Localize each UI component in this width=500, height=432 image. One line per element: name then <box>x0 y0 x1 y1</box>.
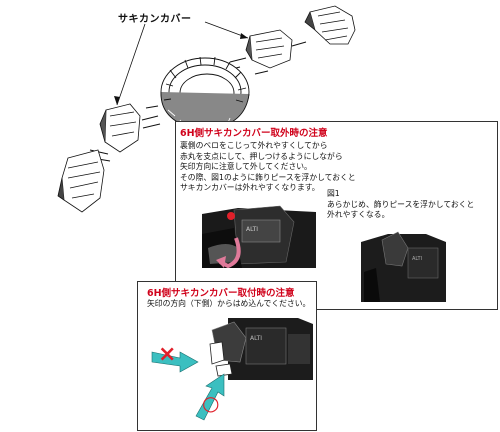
removal-line: 裏側のベロをこじって外れやすくしてから <box>180 141 328 150</box>
leader-line-left <box>116 23 146 106</box>
ng-arrow <box>151 351 199 373</box>
end-cover-top <box>245 29 293 69</box>
band-piece-bottom-left <box>57 149 105 213</box>
removal-instructions: 裏側のベロをこじって外れやすくしてから 赤丸を支点にして、押しつけるようにしなが… <box>180 141 356 194</box>
figure-line: あらかじめ、飾りピースを浮かしておくと <box>327 199 475 209</box>
ok-arrow <box>195 373 225 421</box>
figure-caption: 図1 あらかじめ、飾りピースを浮かしておくと 外れやすくなる。 <box>327 189 474 221</box>
removal-line: その際、図1のように飾りピースを浮かしておくと <box>180 172 356 182</box>
band-piece-top-right <box>304 5 356 45</box>
removal-line: 赤丸を支点にして、押しつけるようにしながら <box>180 151 343 161</box>
removal-title: 6H側サキカンカバー取外時の注意 <box>180 128 328 139</box>
figure-label: 図1 <box>327 189 340 198</box>
end-cover-left <box>99 103 141 153</box>
install-caution-panel: 6H側サキカンカバー取付時の注意 矢印の方向（下側）からはめ込んでください。 A… <box>137 281 317 431</box>
bezel-ring <box>160 56 250 131</box>
svg-text:ALTI: ALTI <box>246 226 258 233</box>
svg-text:ALTI: ALTI <box>412 256 422 262</box>
install-title: 6H側サキカンカバー取付時の注意 <box>147 288 295 299</box>
removal-line: サキカンカバーは外れやすくなります。 <box>180 183 320 192</box>
svg-text:ALTI: ALTI <box>250 335 262 342</box>
install-photo: ALTI <box>151 318 313 421</box>
removal-photo: ALTI ALTI <box>201 205 446 302</box>
part-label: サキカンカバー <box>118 14 192 25</box>
ng-mark: × <box>158 342 177 367</box>
install-instruction: 矢印の方向（下側）からはめ込んでください。 <box>147 299 311 308</box>
figure-line: 外れやすくなる。 <box>327 210 390 219</box>
removal-caution-panel: 6H側サキカンカバー取外時の注意 裏側のベロをこじって外れやすくしてから 赤丸を… <box>175 121 498 310</box>
removal-line: 矢印方向に注意して外してください。 <box>180 162 312 171</box>
ok-mark: ○ <box>202 391 220 415</box>
fulcrum-marker <box>227 212 235 220</box>
pull-arrow <box>219 237 241 269</box>
